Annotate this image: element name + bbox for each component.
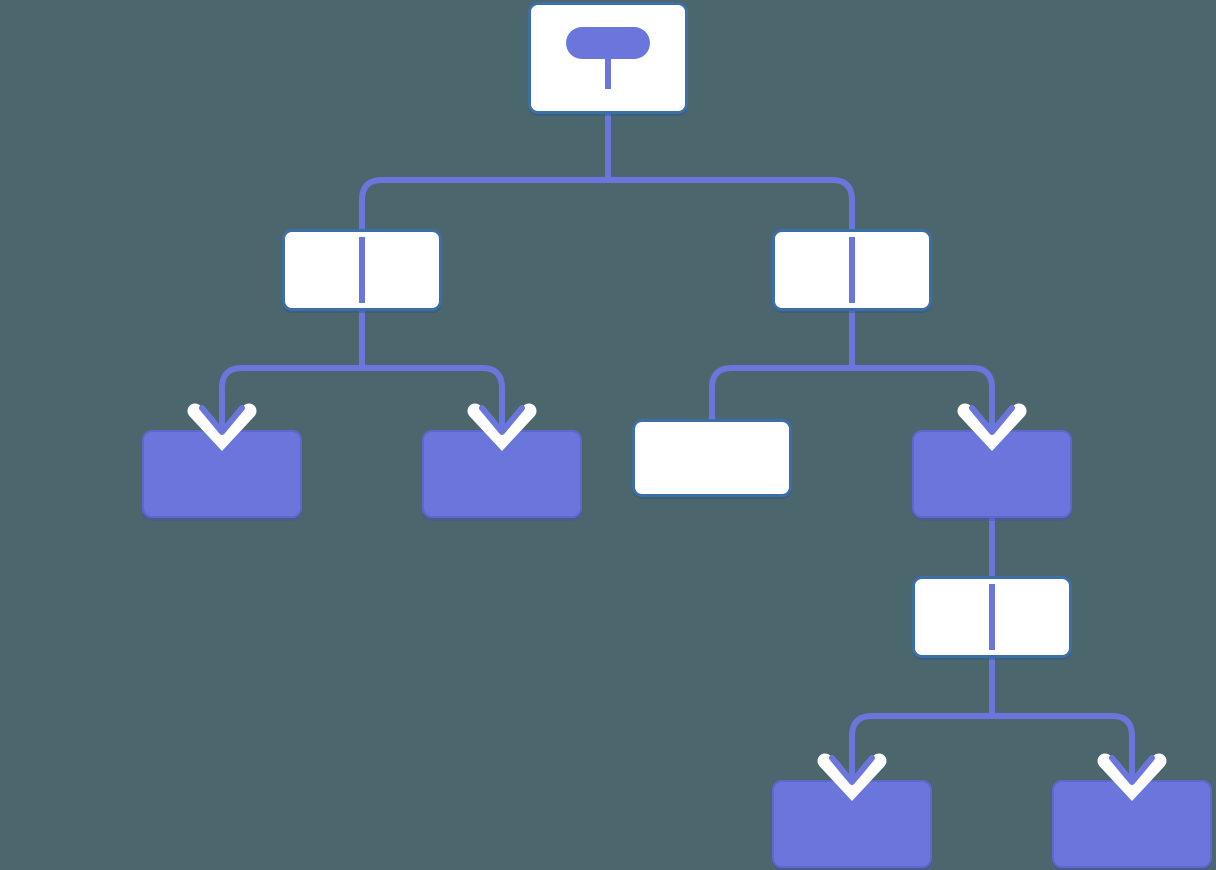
diagram-node-n2[interactable]: [772, 229, 932, 311]
diagram-node-n3[interactable]: [142, 430, 302, 518]
diagram-node-n4[interactable]: [422, 430, 582, 518]
diagram-node-n1[interactable]: [282, 229, 442, 311]
diagram-node-n5[interactable]: [632, 419, 792, 497]
diagram-node-n9[interactable]: [1052, 780, 1212, 868]
diagram-node-n8[interactable]: [772, 780, 932, 868]
diagram-node-n6[interactable]: [912, 430, 1072, 518]
pill-stem-icon: [566, 27, 650, 89]
diagram-node-n7[interactable]: [912, 576, 1072, 658]
diagram-node-n0[interactable]: [528, 2, 688, 114]
